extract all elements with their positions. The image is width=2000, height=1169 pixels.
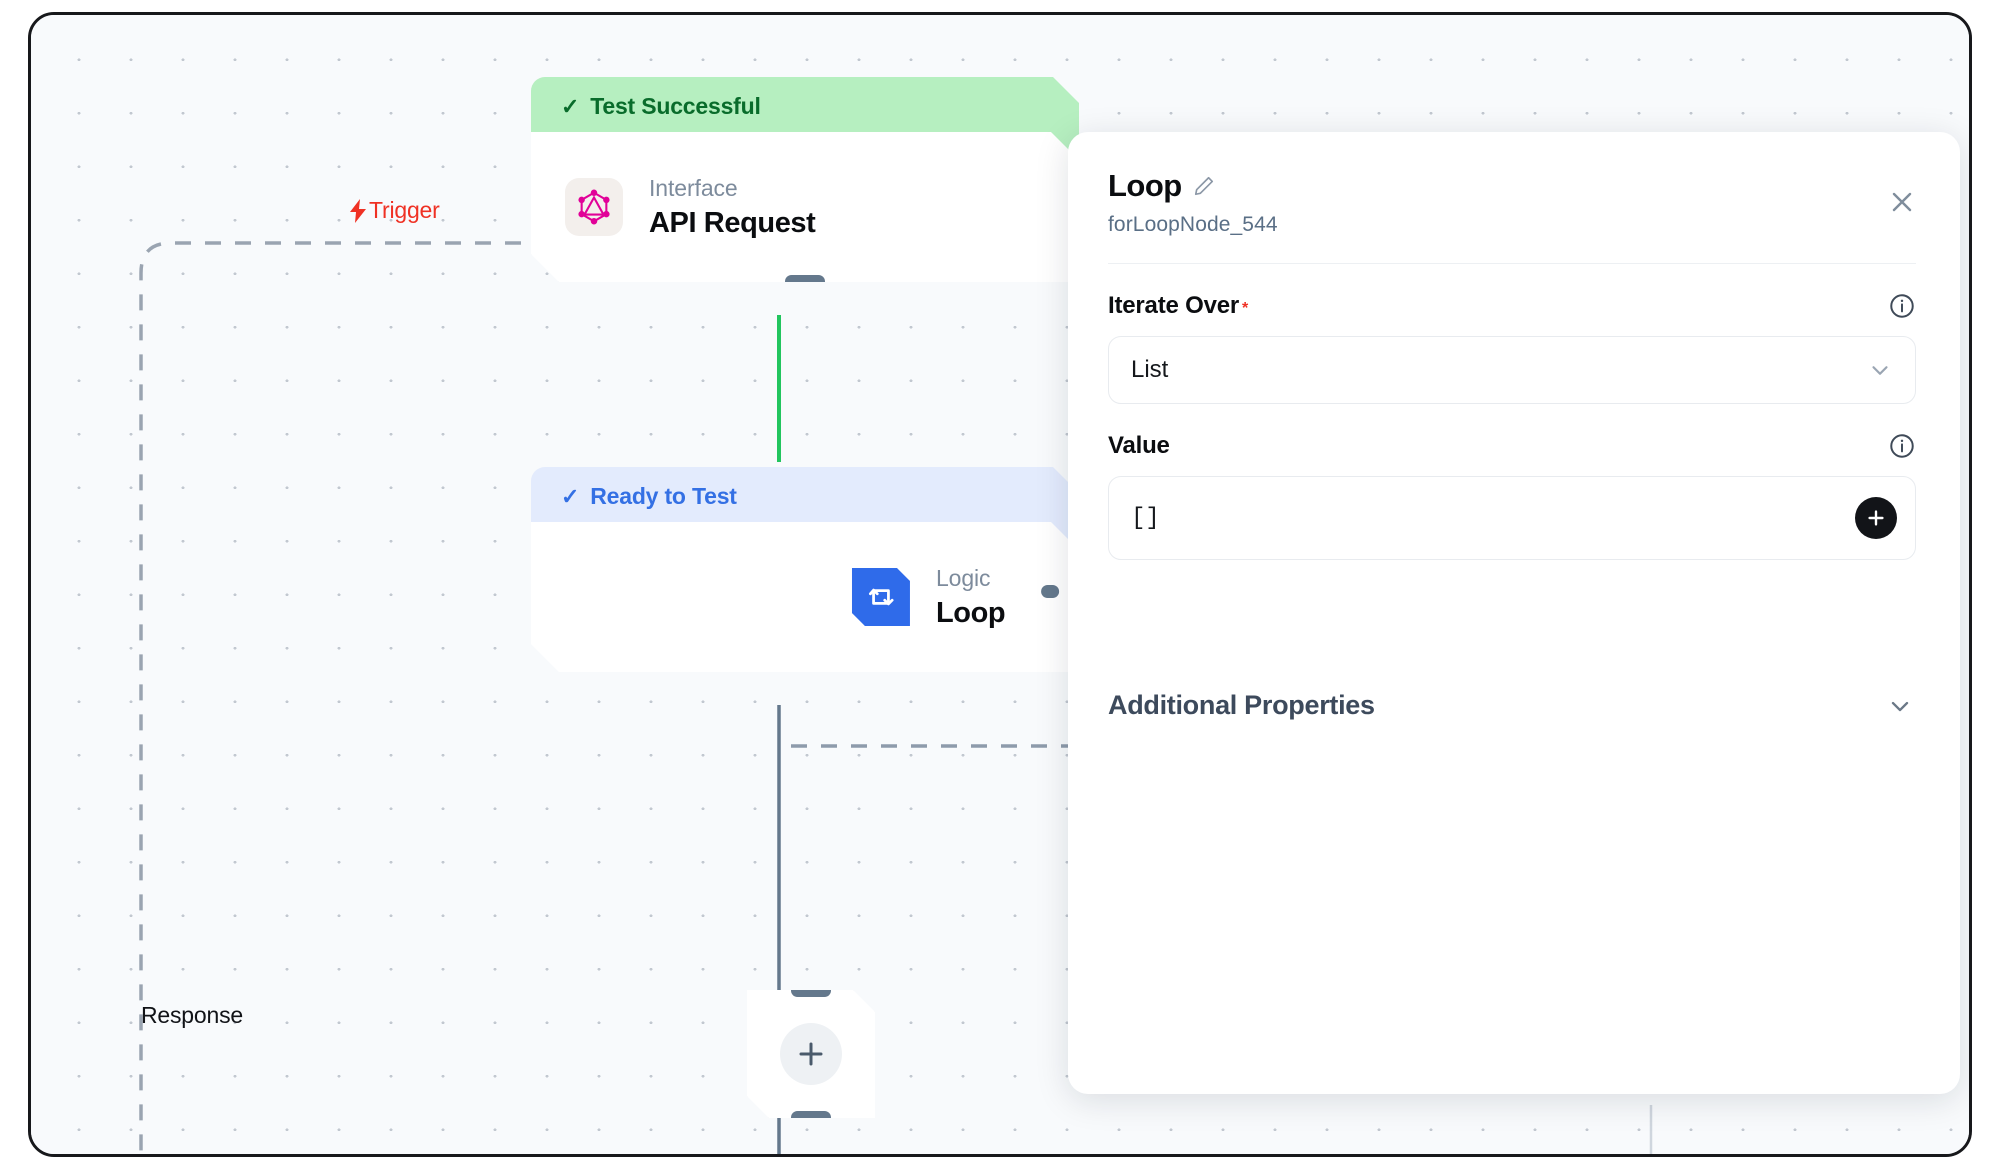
field-label: Value [1108, 432, 1170, 459]
add-value-button[interactable] [1855, 497, 1897, 539]
node-kind-label: Interface [649, 174, 738, 201]
add-node-card[interactable] [747, 990, 875, 1118]
check-icon: ✓ [561, 483, 580, 509]
add-node-input-handle[interactable] [791, 984, 831, 997]
node-input-handle[interactable] [1041, 585, 1059, 598]
app-window: Trigger Response ✓ Test Successful [28, 12, 1972, 1157]
check-icon: ✓ [561, 93, 580, 119]
panel-title: Loop [1108, 168, 1182, 203]
field-label: Iterate Over [1108, 292, 1240, 319]
response-label: Response [141, 1002, 243, 1028]
close-button[interactable] [1882, 182, 1922, 222]
value-input-text: [] [1131, 504, 1160, 532]
additional-properties-label: Additional Properties [1108, 690, 1375, 720]
value-input[interactable]: [] [1108, 476, 1916, 560]
pencil-icon[interactable] [1193, 175, 1215, 197]
lightning-bolt-icon [350, 198, 366, 223]
panel-title-row: Loop [1108, 168, 1916, 204]
panel-subtitle: forLoopNode_544 [1108, 213, 1278, 236]
field-value: Value [] [1108, 432, 1916, 560]
chevron-down-icon [1891, 701, 1909, 711]
iterate-over-select[interactable]: List [1108, 336, 1916, 404]
field-label-row: Iterate Over* [1108, 292, 1916, 320]
node-loop[interactable]: ✓ Ready to Test Logic Loop [531, 467, 1079, 672]
add-node-button[interactable] [780, 1023, 842, 1085]
field-iterate-over: Iterate Over* List [1108, 292, 1916, 404]
node-card[interactable]: Interface API Request [531, 132, 1079, 282]
plus-icon [1868, 510, 1884, 526]
additional-properties-section[interactable]: Additional Properties [1108, 690, 1916, 721]
info-icon[interactable] [1888, 432, 1916, 460]
plus-icon [796, 1039, 826, 1069]
panel-header: Loop forLoopNode_544 [1108, 168, 1916, 237]
node-title: Loop [935, 596, 1006, 629]
node-card[interactable]: Logic Loop [531, 522, 1079, 672]
graphql-icon [565, 178, 623, 236]
node-kind-label: Logic [935, 564, 991, 591]
node-properties-panel: Loop forLoopNode_544 Iterate Over* [1068, 132, 1960, 1094]
node-status-text: Test Successful [590, 93, 761, 119]
panel-divider [1108, 263, 1916, 264]
trigger-label-text: Trigger [369, 197, 440, 223]
field-label-group: Iterate Over* [1108, 292, 1248, 320]
add-node-output-handle[interactable] [791, 1111, 831, 1124]
chevron-down-icon [1872, 366, 1888, 375]
node-output-handle[interactable] [785, 275, 825, 288]
close-icon [1892, 192, 1912, 212]
node-api-request[interactable]: ✓ Test Successful [531, 77, 1079, 282]
trigger-label: Trigger [349, 197, 440, 224]
required-marker: * [1242, 300, 1249, 317]
info-icon[interactable] [1888, 292, 1916, 320]
loop-icon [852, 568, 910, 626]
node-title: API Request [649, 206, 816, 239]
node-status-text: Ready to Test [590, 483, 737, 509]
field-label-row: Value [1108, 432, 1916, 460]
select-value: List [1131, 356, 1169, 383]
